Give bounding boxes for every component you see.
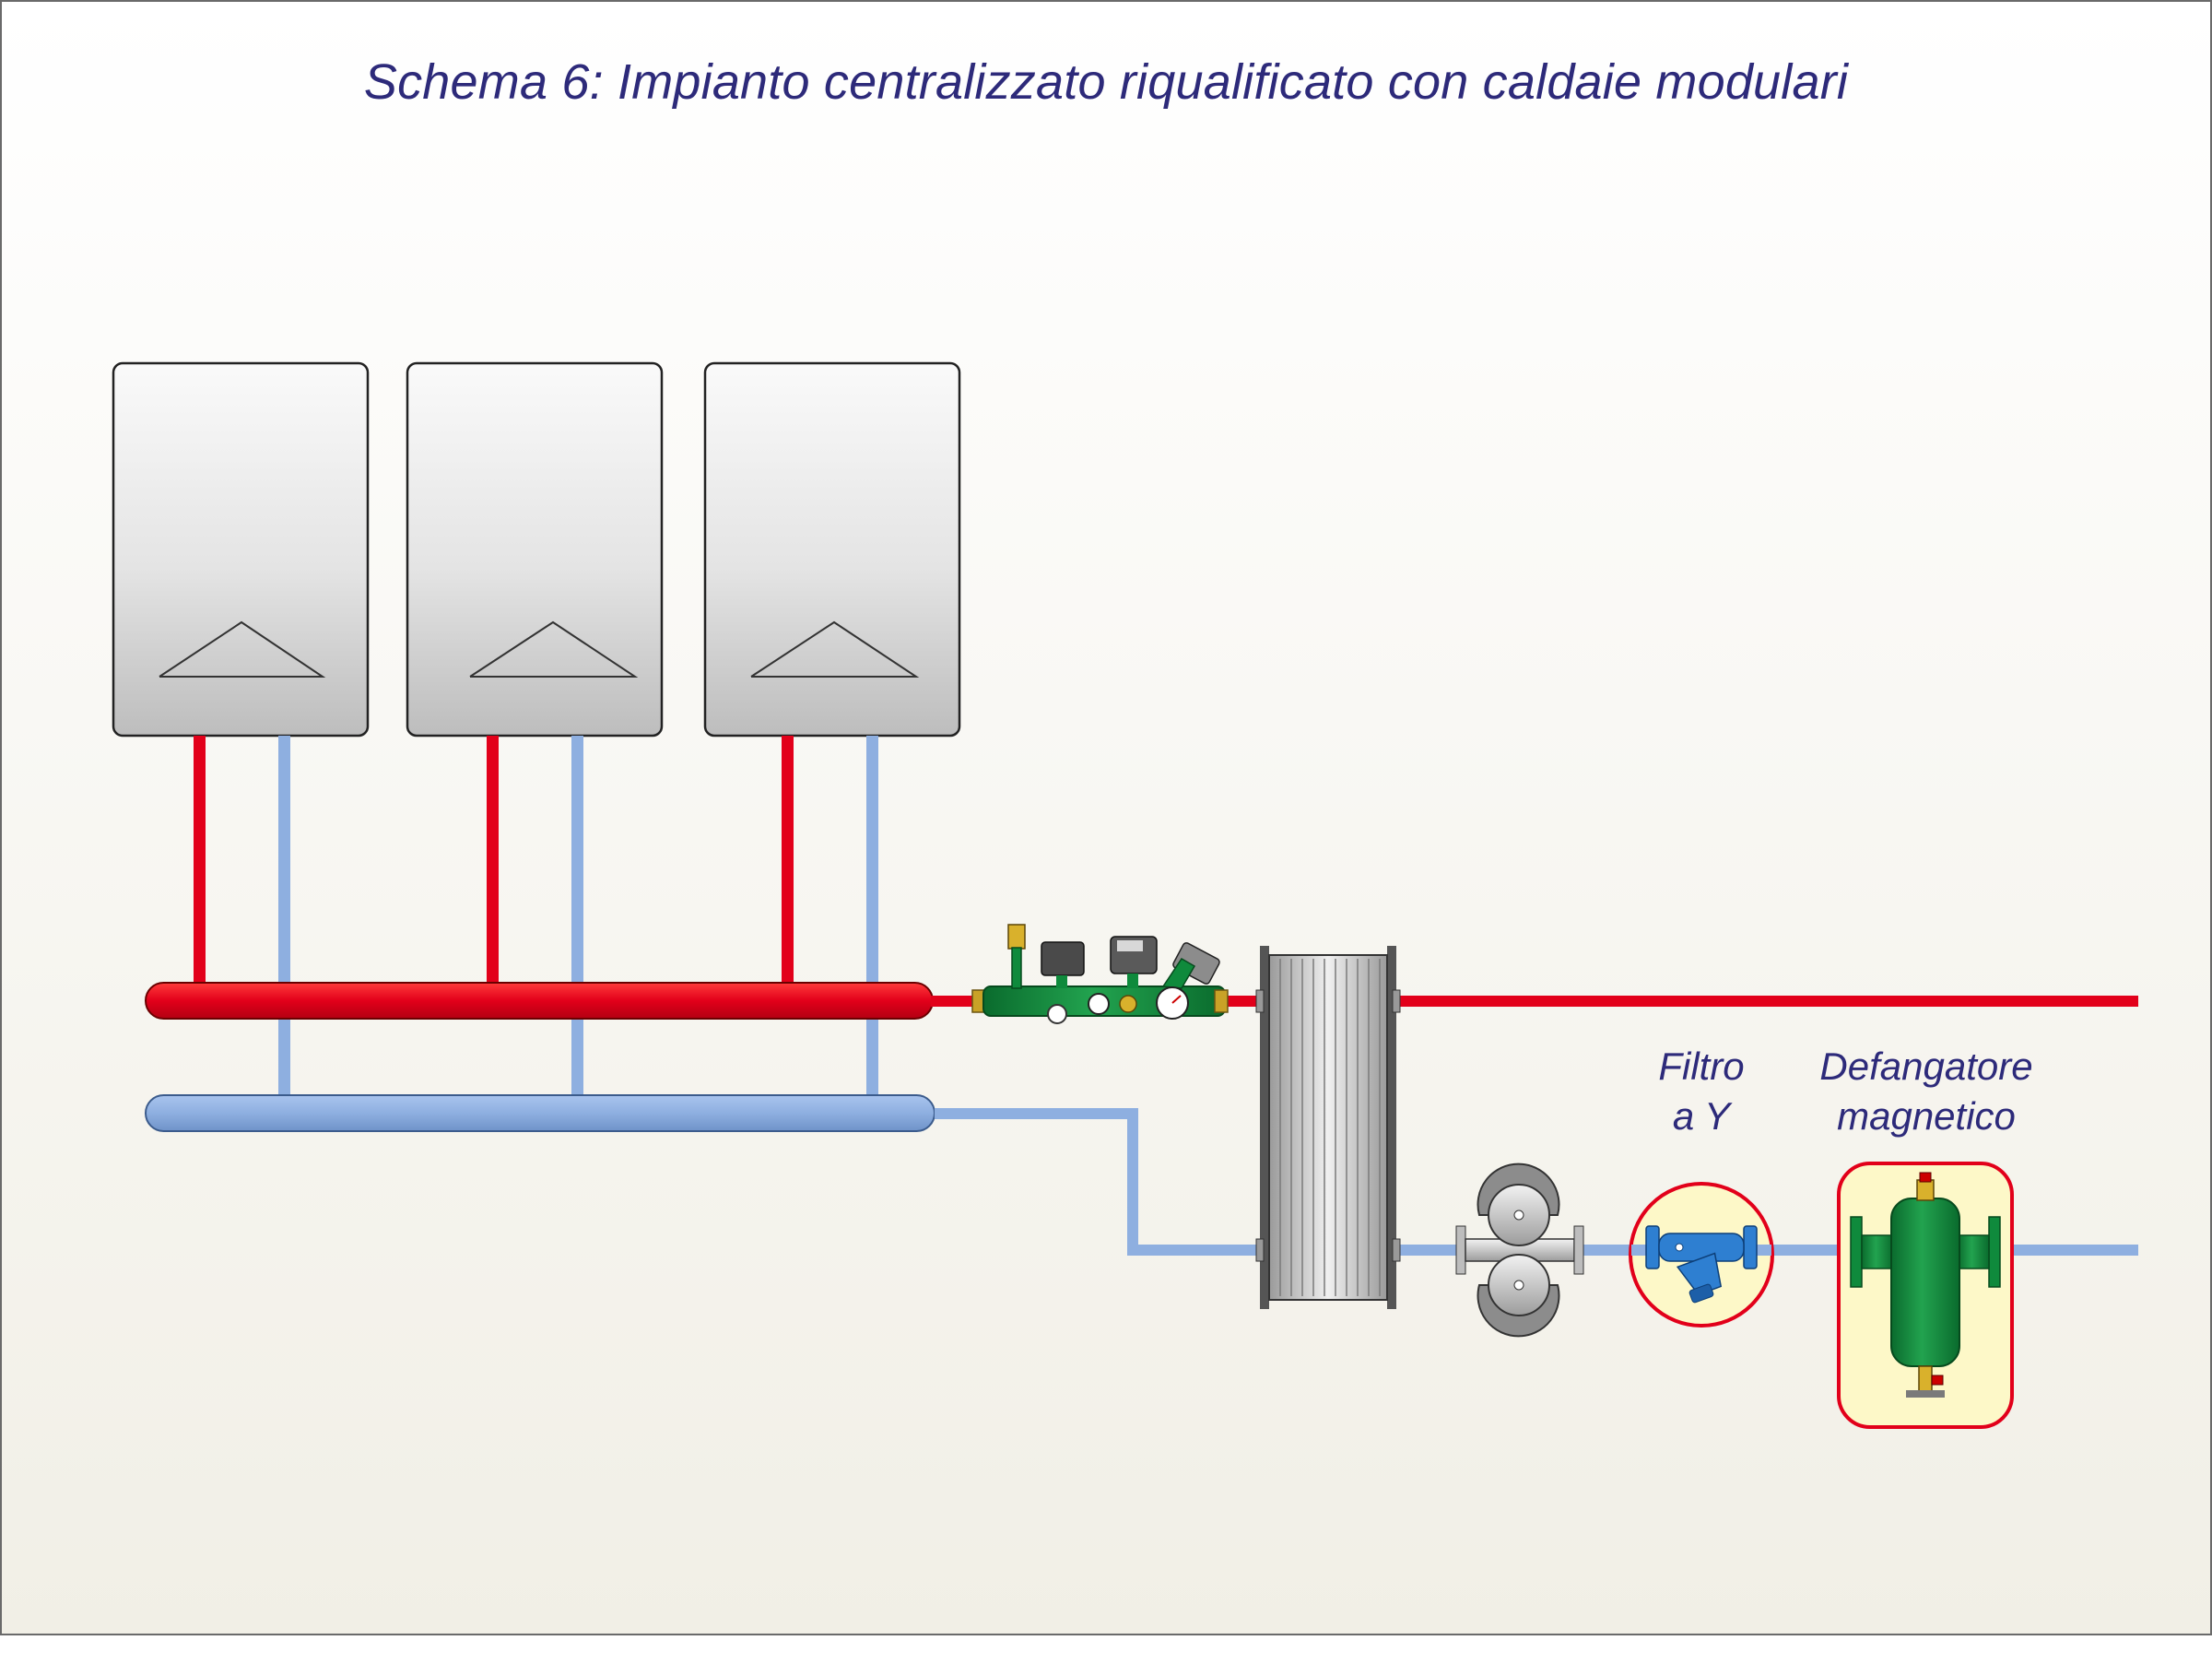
flame-icon [159,620,326,678]
twin-pump [1455,1162,1584,1338]
separator-label-line-2: magnetico [1837,1094,2016,1138]
cold-pipes [935,1108,2138,1256]
page-title: Schema 6: Impianto centralizzato riquali… [363,54,1849,110]
gauge-icon [1047,1004,1067,1024]
boiler-1 [112,361,370,738]
hot-pipes [931,996,2138,1007]
plate-heat-exchanger [1255,946,1401,1309]
separator-body [1890,1198,1960,1367]
separator-label-line-1: Defangatore [1819,1044,2033,1088]
drain-valve-icon [1918,1365,1933,1393]
filter-label-line-1: Filtro [1658,1044,1745,1088]
safety-valve-icon [1007,924,1026,950]
safety-valve-group [971,924,1229,1024]
filter-label-line-2: a Y [1672,1094,1731,1138]
magnetic-dirt-separator [1837,1162,2014,1429]
y-strainer [1629,1182,1774,1328]
air-vent-icon [1916,1179,1935,1201]
pressure-switch-icon [1041,941,1085,976]
thermometer-icon [1088,993,1110,1015]
separator-label: Defangatore magnetico [1788,1042,2065,1141]
boiler-2 [406,361,664,738]
filter-label: Filtro a Y [1618,1042,1784,1141]
boiler-supply-risers [194,736,794,985]
shutoff-valve-icon [1172,942,1220,985]
boiler-3 [703,361,961,738]
flame-icon [469,620,639,678]
cold-manifold [145,1094,935,1132]
flame-icon [750,620,920,678]
hot-manifold [145,982,934,1020]
strainer-icon [1676,1252,1723,1296]
